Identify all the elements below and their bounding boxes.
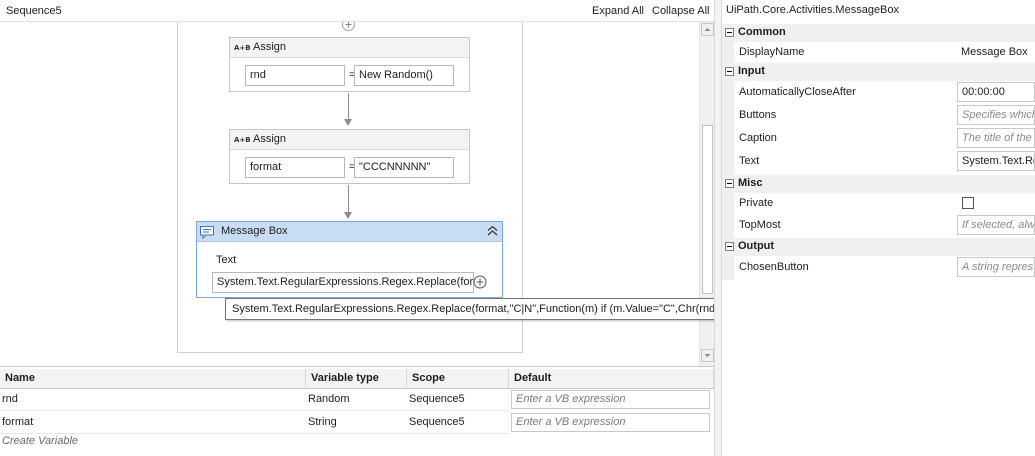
property-label: AutomaticallyCloseAfter — [739, 86, 856, 98]
buttons-field[interactable]: Specifies which — [957, 105, 1035, 125]
variable-name-cell[interactable]: rnd — [0, 389, 306, 411]
property-label: Text — [739, 155, 760, 167]
property-row-caption: Caption The title of the — [722, 127, 1035, 150]
variable-scope-cell[interactable]: Sequence5 — [407, 412, 509, 434]
column-header-name[interactable]: Name — [0, 369, 306, 389]
assign-to-field[interactable]: format — [245, 157, 345, 178]
canvas-scrollbar[interactable] — [699, 22, 714, 366]
private-checkbox[interactable] — [962, 197, 974, 209]
properties-title: UiPath.Core.Activities.MessageBox — [726, 4, 900, 16]
property-label: Private — [739, 197, 774, 209]
displayname-field[interactable]: Message Box — [957, 42, 1035, 62]
add-activity-icon[interactable] — [342, 22, 355, 31]
scroll-down-button[interactable] — [701, 349, 714, 362]
create-variable-link[interactable]: Create Variable — [2, 435, 79, 447]
chosenbutton-field[interactable]: A string repres — [957, 257, 1035, 277]
assign-value-field[interactable]: New Random() — [354, 65, 454, 86]
scrollbar-thumb[interactable] — [702, 125, 713, 294]
collapse-toggle-icon[interactable] — [725, 179, 734, 188]
message-box-title: Message Box — [221, 225, 288, 237]
assign-icon: A+B — [234, 136, 251, 144]
message-box-text-field[interactable]: System.Text.RegularExpressions.Regex.Rep… — [212, 272, 474, 293]
property-row-topmost: TopMost If selected, alw — [722, 214, 1035, 237]
variable-default-input[interactable]: Enter a VB expression — [511, 390, 710, 409]
message-box-text-label: Text — [216, 254, 237, 266]
property-label: DisplayName — [739, 46, 805, 58]
topmost-field[interactable]: If selected, alw — [957, 215, 1035, 235]
property-row-chosenbutton: ChosenButton A string repres — [722, 256, 1035, 279]
assign-activity-format[interactable]: A+B Assign format = "CCCNNNNN" — [229, 129, 470, 184]
variables-panel: Name Variable type Scope Default rnd Ran… — [0, 366, 714, 456]
category-label: Input — [738, 65, 765, 77]
properties-gutter — [722, 24, 734, 280]
designer-title: Sequence5 — [6, 5, 62, 17]
assign-icon: A+B — [234, 44, 251, 52]
property-row-text: Text System.Text.Re — [722, 150, 1035, 173]
message-box-icon — [200, 226, 215, 242]
flow-arrow-icon — [344, 212, 352, 219]
panel-splitter[interactable] — [714, 0, 722, 456]
category-misc[interactable]: Misc — [722, 175, 1035, 193]
column-header-type[interactable]: Variable type — [306, 369, 407, 389]
variable-type-cell[interactable]: String — [306, 412, 407, 434]
property-row-displayname: DisplayName Message Box — [722, 41, 1035, 64]
column-header-default[interactable]: Default — [509, 369, 714, 389]
collapse-all-button[interactable]: Collapse All — [652, 5, 710, 17]
variable-name-cell[interactable]: format — [0, 412, 306, 434]
variable-default-input[interactable]: Enter a VB expression — [511, 413, 710, 432]
autoclose-field[interactable]: 00:00:00 — [957, 82, 1035, 102]
properties-panel: UiPath.Core.Activities.MessageBox Common… — [722, 0, 1035, 456]
flow-connector — [348, 93, 349, 119]
category-output[interactable]: Output — [722, 238, 1035, 256]
equals-sign: = — [349, 69, 356, 81]
property-label: TopMost — [739, 219, 781, 231]
property-row-private: Private — [722, 192, 1035, 215]
expression-add-icon[interactable] — [473, 275, 487, 289]
equals-sign: = — [349, 161, 356, 173]
category-label: Common — [738, 26, 786, 38]
assign-header[interactable]: A+B Assign — [230, 130, 469, 150]
collapse-toggle-icon[interactable] — [725, 242, 734, 251]
collapse-toggle-icon[interactable] — [725, 67, 734, 76]
flow-connector — [348, 185, 349, 212]
expression-tooltip: System.Text.RegularExpressions.Regex.Rep… — [225, 298, 714, 320]
property-row-autoclose: AutomaticallyCloseAfter 00:00:00 — [722, 81, 1035, 104]
column-header-scope[interactable]: Scope — [407, 369, 509, 389]
property-label: Caption — [739, 132, 777, 144]
message-box-activity[interactable]: Message Box Text System.Text.RegularExpr… — [196, 221, 503, 298]
workflow-canvas[interactable]: A+B Assign rnd = New Random() A+B Assign… — [0, 22, 714, 366]
property-row-buttons: Buttons Specifies which — [722, 104, 1035, 127]
text-field[interactable]: System.Text.Re — [957, 151, 1035, 171]
scroll-up-button[interactable] — [701, 23, 714, 36]
designer-header: Sequence5 Expand All Collapse All — [0, 0, 714, 22]
category-label: Misc — [738, 177, 763, 189]
assign-title: Assign — [253, 41, 287, 53]
variable-scope-cell[interactable]: Sequence5 — [407, 389, 509, 411]
assign-to-field[interactable]: rnd — [245, 65, 345, 86]
variable-type-cell[interactable]: Random — [306, 389, 407, 411]
property-label: Buttons — [739, 109, 777, 121]
caption-field[interactable]: The title of the — [957, 128, 1035, 148]
collapse-toggle-icon[interactable] — [725, 28, 734, 37]
assign-activity-rnd[interactable]: A+B Assign rnd = New Random() — [229, 37, 470, 92]
collapse-chevron-icon[interactable] — [487, 225, 498, 240]
category-common[interactable]: Common — [722, 24, 1035, 42]
property-label: ChosenButton — [739, 261, 809, 273]
category-input[interactable]: Input — [722, 63, 1035, 81]
expand-all-button[interactable]: Expand All — [592, 5, 644, 17]
assign-header[interactable]: A+B Assign — [230, 38, 469, 58]
message-box-header[interactable]: Message Box — [197, 222, 502, 242]
category-label: Output — [738, 240, 775, 252]
assign-title: Assign — [253, 133, 287, 145]
assign-value-field[interactable]: "CCCNNNNN" — [354, 157, 454, 178]
flow-arrow-icon — [344, 119, 352, 126]
